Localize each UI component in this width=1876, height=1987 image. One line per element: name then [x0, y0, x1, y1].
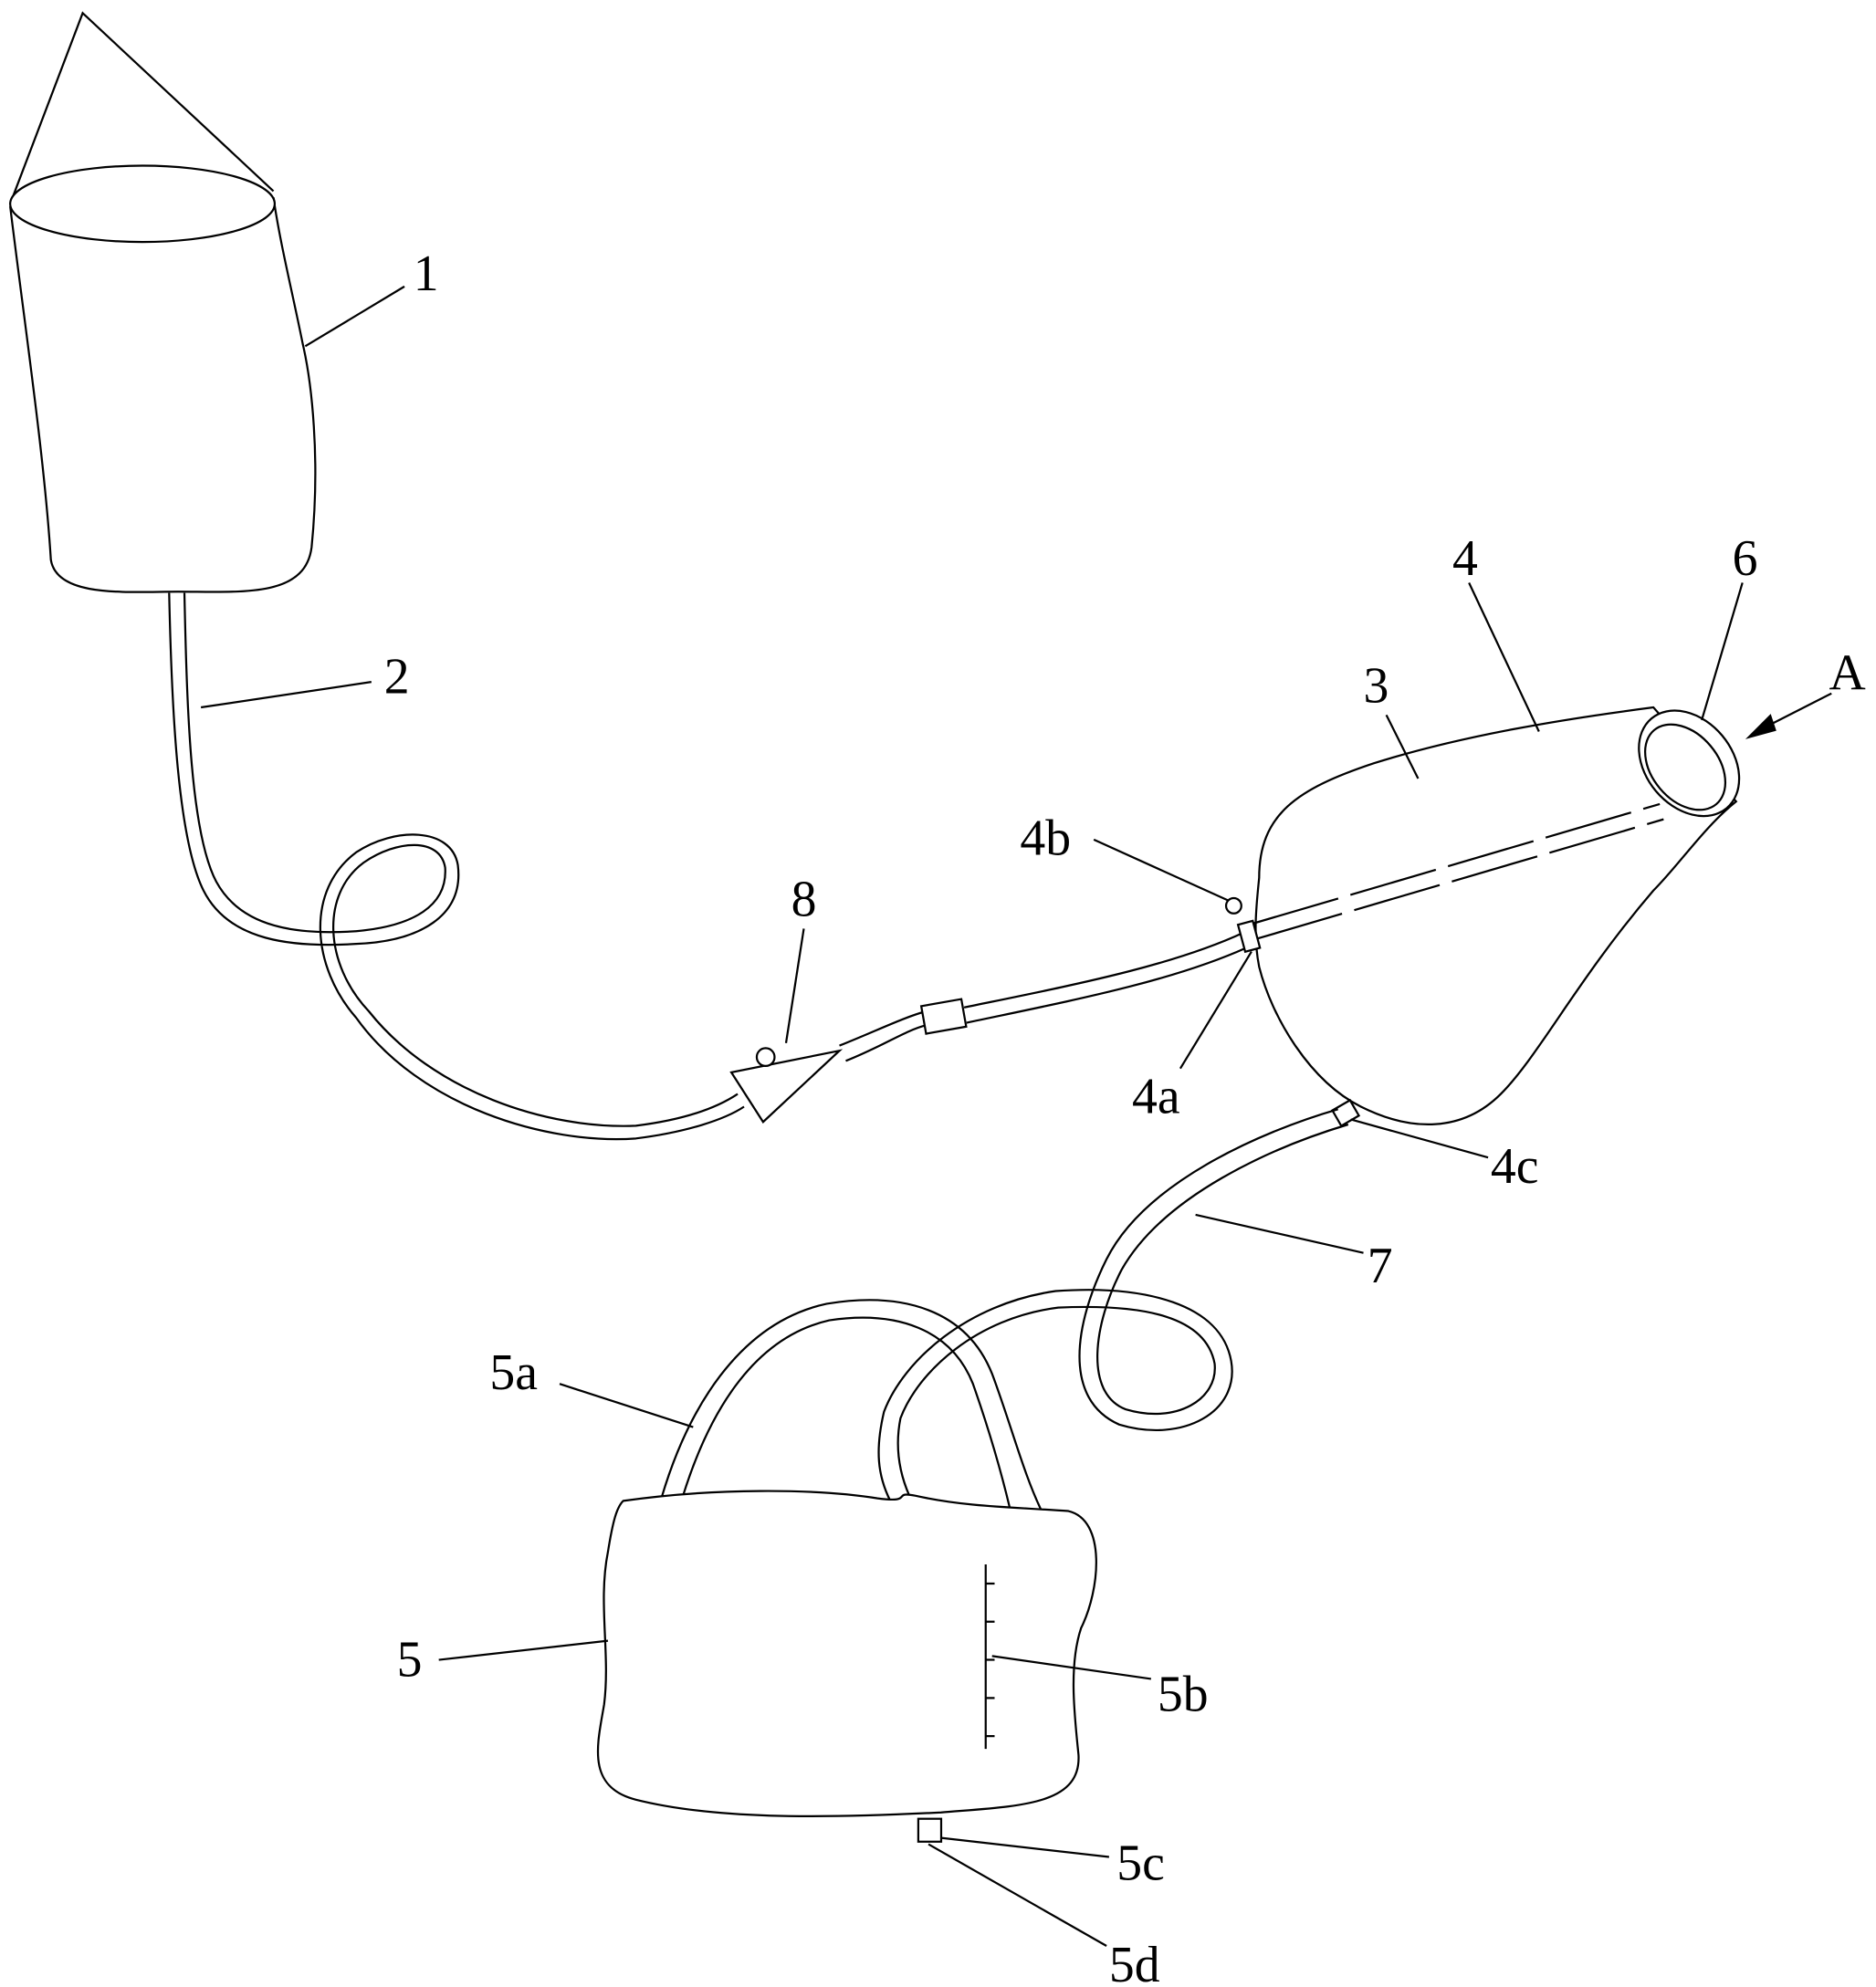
label-A: A	[1829, 645, 1865, 702]
label-5a: 5a	[489, 1344, 538, 1401]
tube-7	[877, 1108, 1349, 1501]
label-4: 4	[1452, 530, 1478, 587]
connector-8	[729, 931, 1247, 1124]
label-8: 8	[791, 872, 817, 928]
label-5d: 5d	[1109, 1937, 1160, 1987]
label-1: 1	[414, 246, 439, 302]
label-6: 6	[1733, 530, 1758, 587]
tube-2	[168, 592, 745, 1141]
label-2: 2	[384, 649, 410, 706]
label-4b: 4b	[1020, 810, 1071, 867]
device-body-4	[1224, 706, 1741, 1128]
fluid-bag-1	[9, 11, 317, 593]
handle-5a	[660, 1299, 1044, 1514]
label-5: 5	[397, 1632, 423, 1689]
leader-lines	[200, 285, 1832, 1947]
label-3: 3	[1364, 657, 1389, 714]
label-5b: 5b	[1158, 1666, 1209, 1722]
label-5c: 5c	[1116, 1835, 1165, 1892]
label-4c: 4c	[1491, 1138, 1539, 1195]
label-4a: 4a	[1132, 1068, 1180, 1124]
label-7: 7	[1368, 1238, 1393, 1294]
collection-bag-5	[596, 1490, 1097, 1843]
